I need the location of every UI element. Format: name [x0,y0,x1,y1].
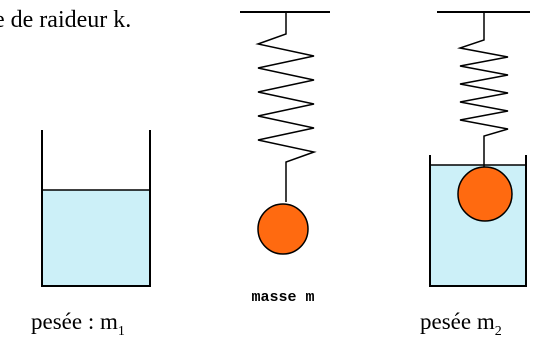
label-right-text: pesée m [420,309,495,334]
left-beaker [41,130,151,287]
right-beaker-system [429,11,530,287]
label-right-sub: 2 [495,324,502,339]
label-left-text: pesée : m [31,309,118,334]
right-spring [457,12,509,170]
label-right: pesée m2 [420,309,502,339]
caption-top: e de raideur k. [0,7,131,33]
label-left-sub: 1 [118,324,125,339]
left-beaker-outline [41,130,151,287]
right-mass-ball [457,166,513,222]
label-middle: masse m [251,289,314,306]
middle-spring [255,12,317,202]
middle-mass-ball [257,203,309,255]
middle-spring-system [240,11,330,255]
left-beaker-water [42,190,150,286]
right-beaker-outline [429,155,527,287]
label-left: pesée : m1 [31,309,125,339]
